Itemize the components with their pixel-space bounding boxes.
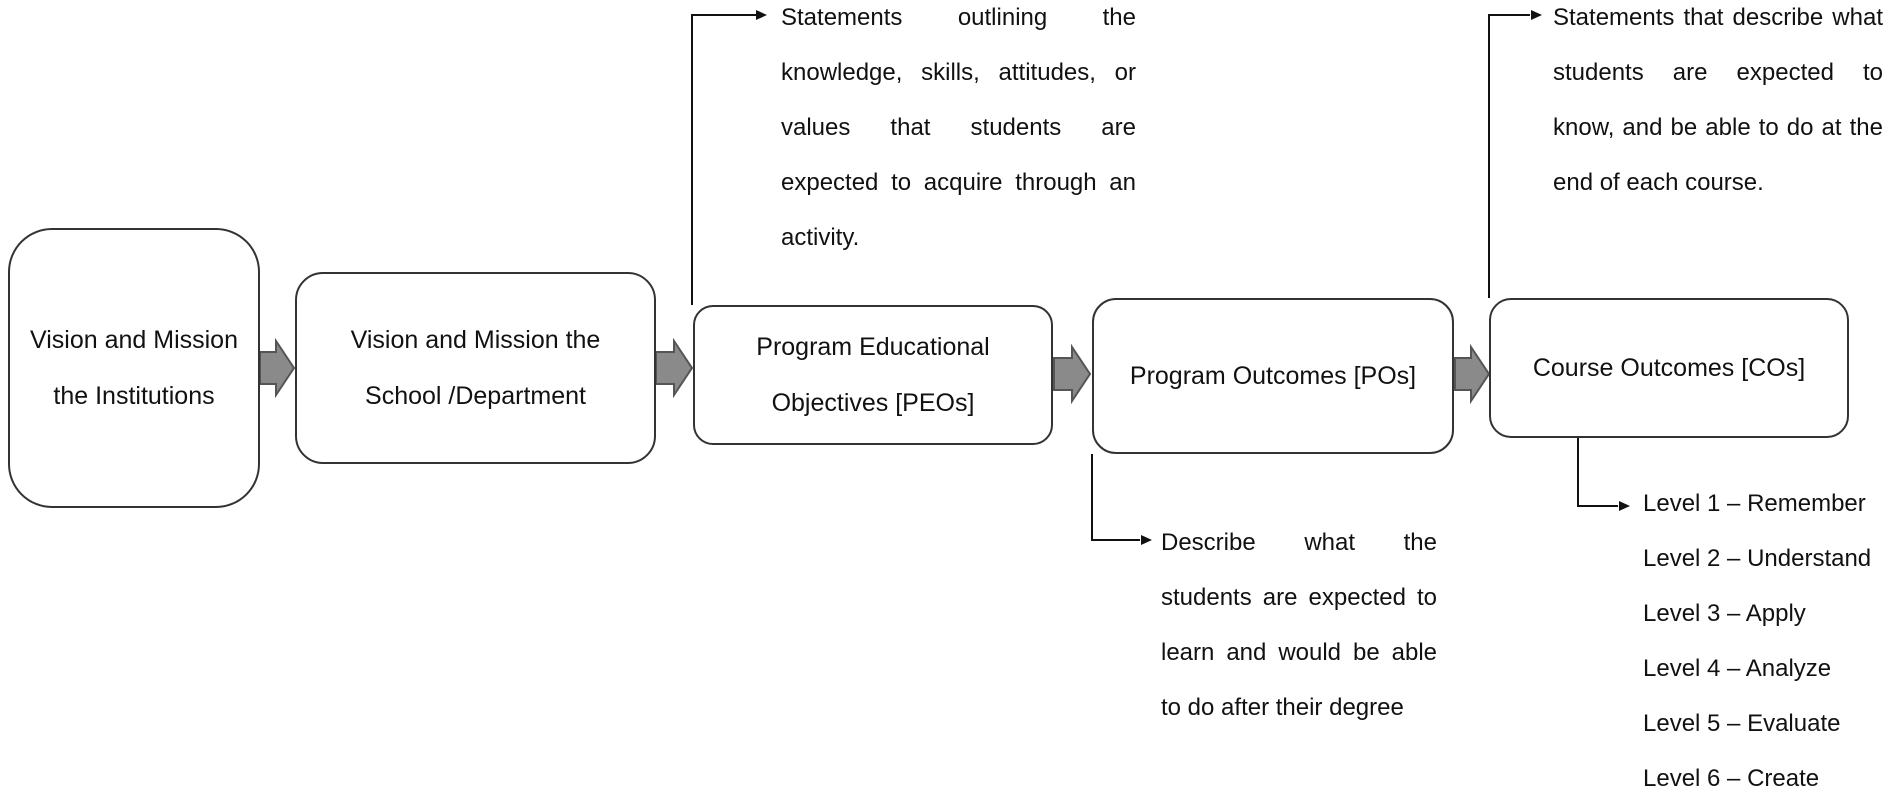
- school-vision-box: Vision and Mission the School /Departmen…: [295, 272, 656, 464]
- connector-po-to-note: [1091, 454, 1140, 541]
- co-description: Statements that describe what students a…: [1553, 4, 1883, 196]
- arrowhead-co-note: [1531, 10, 1542, 20]
- arrowhead-po-note: [1141, 535, 1152, 545]
- peo-description: Statements outlining the knowledge, skil…: [781, 4, 1136, 251]
- po-box: Program Outcomes [POs]: [1092, 298, 1454, 454]
- level-item: Level 6 – Create: [1643, 765, 1820, 792]
- flow-arrow-2: [655, 338, 694, 398]
- institution-vision-box: Vision and Mission the Institutions: [8, 228, 260, 508]
- level-item: Level 1 – Remember: [1643, 490, 1866, 517]
- level-item: Level 2 – Understand: [1643, 545, 1872, 572]
- flow-arrow-3: [1053, 344, 1092, 404]
- flow-arrow-4: [1454, 344, 1491, 404]
- peo-label: Program Educational Objectives [PEOs]: [756, 333, 990, 417]
- peo-box: Program Educational Objectives [PEOs]: [693, 305, 1053, 445]
- co-label: Course Outcomes [COs]: [1532, 354, 1806, 382]
- institution-vision-label: Vision and Mission the Institutions: [30, 326, 238, 410]
- arrowhead-levels: [1619, 501, 1630, 511]
- level-item: Level 4 – Analyze: [1643, 655, 1832, 682]
- connector-co-to-note: [1488, 14, 1530, 298]
- level-item: Level 3 – Apply: [1643, 600, 1806, 627]
- co-level-list: Level 1 – Remember Level 2 – Understand …: [1643, 476, 1871, 806]
- co-box: Course Outcomes [COs]: [1489, 298, 1849, 438]
- po-label: Program Outcomes [POs]: [1129, 362, 1417, 390]
- school-vision-label: Vision and Mission the School /Departmen…: [350, 326, 601, 410]
- connector-peo-to-note: [691, 14, 757, 305]
- flow-arrow-1: [259, 338, 296, 398]
- po-description: Describe what the students are expected …: [1161, 529, 1437, 721]
- level-item: Level 5 – Evaluate: [1643, 710, 1841, 737]
- arrowhead-peo-note: [756, 10, 767, 20]
- connector-co-to-levels: [1577, 438, 1618, 507]
